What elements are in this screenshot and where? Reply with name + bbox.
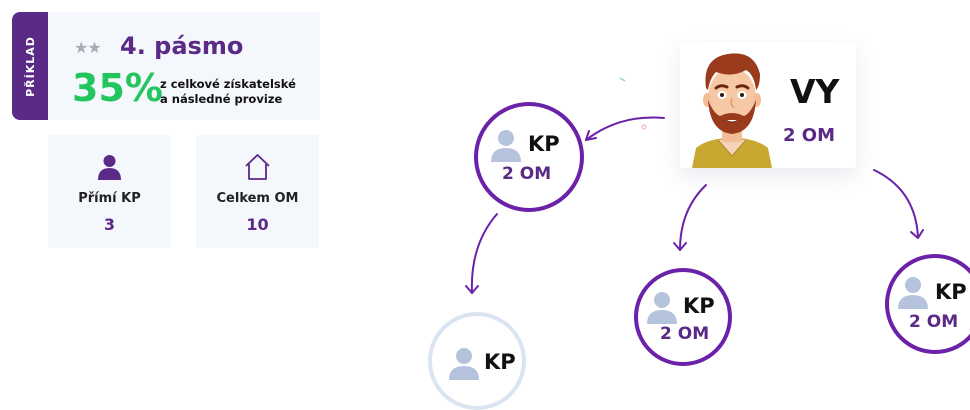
stat-direct-kp: Přímí KP 3 bbox=[48, 135, 171, 248]
person-icon bbox=[647, 292, 677, 324]
kp-node-right: KP 2 OM bbox=[885, 254, 970, 354]
om-label: 2 OM bbox=[909, 312, 959, 332]
stat-direct-value: 3 bbox=[103, 215, 116, 234]
person-icon bbox=[898, 277, 928, 309]
kp-node-level1: KP 2 OM bbox=[474, 102, 584, 212]
commission-percent: 35% bbox=[72, 66, 163, 110]
stat-direct-label: Přímí KP bbox=[78, 191, 141, 206]
arrow-kp-to-kp-bottom bbox=[470, 213, 498, 294]
description-line-1: z celkové získatelské bbox=[160, 77, 296, 91]
person-icon bbox=[98, 155, 121, 180]
description-line-2: a následné provize bbox=[160, 92, 283, 106]
stat-total-label: Celkem OM bbox=[216, 191, 299, 206]
om-label: 2 OM bbox=[660, 324, 710, 344]
stars-icon: ★★ bbox=[74, 38, 102, 57]
stat-total-om: Celkem OM 10 bbox=[196, 135, 319, 248]
example-tag: PŘÍKLAD bbox=[12, 12, 48, 120]
kp-label: KP bbox=[484, 350, 516, 374]
kp-label: KP bbox=[528, 132, 560, 156]
commission-description: z celkové získatelské a následné provize bbox=[160, 77, 296, 107]
arrow-you-to-kp-right bbox=[873, 169, 919, 239]
kp-node-level2: KP bbox=[428, 312, 526, 410]
kp-node-middle: KP 2 OM bbox=[634, 268, 732, 366]
house-icon bbox=[245, 154, 270, 180]
om-label: 2 OM bbox=[502, 164, 552, 184]
arrow-you-to-kp-middle bbox=[679, 184, 707, 251]
person-icon bbox=[491, 130, 521, 162]
you-title: VY bbox=[790, 72, 840, 111]
arrow-you-to-kp-left bbox=[585, 116, 665, 141]
commission-band-panel bbox=[48, 12, 320, 120]
band-title: 4. pásmo bbox=[120, 32, 244, 60]
you-om: 2 OM bbox=[783, 125, 836, 146]
kp-label: KP bbox=[683, 294, 715, 318]
kp-label: KP bbox=[935, 280, 967, 304]
stat-total-value: 10 bbox=[246, 215, 269, 234]
person-icon bbox=[449, 348, 479, 380]
avatar bbox=[692, 53, 772, 168]
